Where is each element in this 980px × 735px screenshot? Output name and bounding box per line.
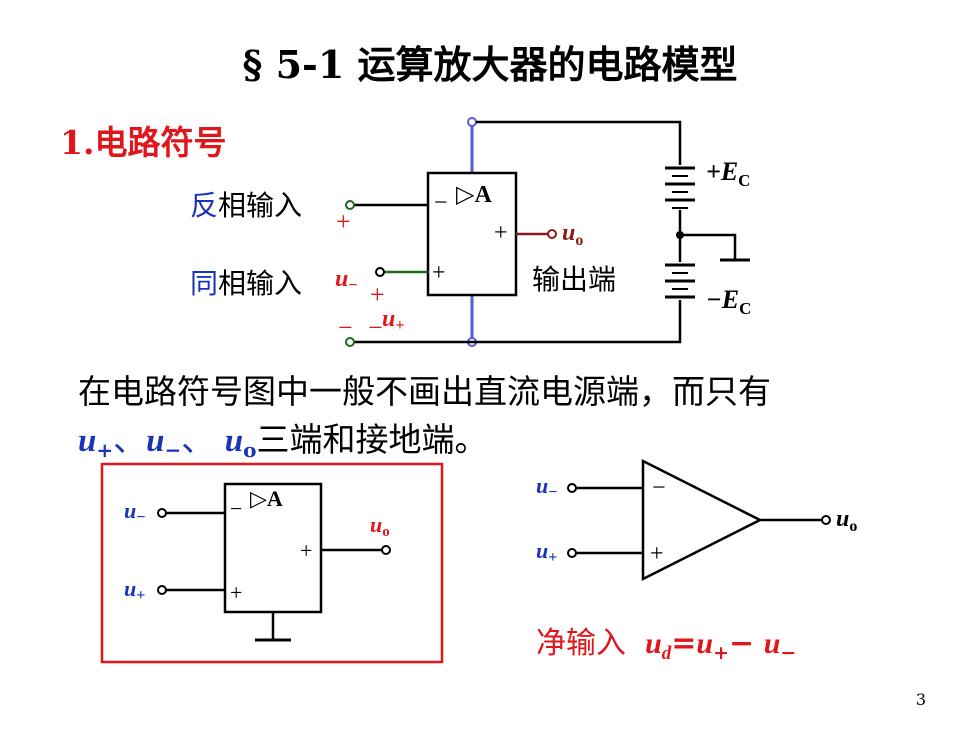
- description-paragraph: 在电路符号图中一般不画出直流电源端，而只有 u+、u−、 uo三端和接地端。: [78, 368, 771, 474]
- battery-top: [665, 166, 695, 209]
- noninv-input-terminal[interactable]: [375, 267, 385, 277]
- minus-sign-b: −: [368, 313, 383, 342]
- output-plus-2: +: [300, 538, 312, 563]
- minus-terminal-label: −: [434, 190, 448, 216]
- highlight-frame: [100, 462, 444, 664]
- noninv-terminal-3[interactable]: [567, 548, 577, 558]
- output-label-uo: uo: [562, 220, 583, 249]
- inverting-input-label: 反相输入: [190, 189, 303, 222]
- minus-terminal-3: −: [652, 475, 666, 501]
- opamp-box-2: [223, 482, 323, 614]
- output-terminal-2[interactable]: [381, 545, 391, 555]
- ground-wire: [680, 233, 737, 260]
- minus-sign-a: −: [338, 313, 353, 342]
- noninverting-input-label: 同相输入: [190, 267, 303, 300]
- u-plus-label-2: u+: [124, 576, 145, 604]
- inv-input-terminal[interactable]: [345, 200, 355, 210]
- top-node: [467, 117, 477, 127]
- bottom-wire: [352, 300, 682, 344]
- inv-plus-sign: +: [336, 207, 351, 236]
- output-plus-label: +: [494, 220, 508, 246]
- plus-terminal-label: +: [432, 260, 446, 286]
- amp-label-2: ▷A: [250, 486, 283, 511]
- u-minus-label: u−: [335, 266, 357, 294]
- ground-input-terminal[interactable]: [345, 337, 355, 347]
- output-terminal[interactable]: [547, 229, 557, 239]
- output-terminal-label: 输出端: [532, 263, 617, 296]
- triangle-opamp-diagram: − + u− u+ uo: [536, 458, 857, 582]
- noninv-terminal-2[interactable]: [157, 585, 167, 595]
- plus-terminal-2: +: [230, 580, 242, 605]
- u-plus-label: u+: [382, 306, 404, 334]
- paragraph-line-2: u+、u−、 uo三端和接地端。: [78, 420, 488, 462]
- opamp-triangle: [641, 458, 763, 582]
- u-plus-label-3: u+: [536, 538, 557, 566]
- supply-pos-label: +EC: [706, 157, 750, 190]
- top-wire: [476, 120, 682, 165]
- page-number: 3: [915, 690, 926, 709]
- u-minus-label-2: u−: [124, 498, 145, 526]
- output-label-2: uo: [370, 512, 390, 540]
- minus-terminal-2: −: [230, 496, 242, 521]
- output-label-3: uo: [836, 506, 857, 535]
- opamp-supply-diagram: +EC −EC ▷A − + + + u− + u+ − − uo: [335, 117, 751, 347]
- simplified-opamp-diagram: ▷A − + + u− u+ uo: [100, 462, 444, 664]
- section-heading: 1.电路符号: [60, 123, 227, 162]
- opamp-box: [426, 171, 518, 297]
- amp-label: ▷A: [456, 182, 492, 208]
- battery-bottom: [665, 263, 695, 299]
- u-minus-label-3: u−: [536, 473, 557, 501]
- output-terminal-3[interactable]: [821, 515, 831, 525]
- paragraph-line-1: 在电路符号图中一般不画出直流电源端，而只有: [78, 372, 771, 411]
- inv-terminal-2[interactable]: [157, 508, 167, 518]
- page-title: § 5-1 运算放大器的电路模型: [242, 42, 738, 87]
- plus-terminal-3: +: [650, 541, 664, 567]
- net-input-formula: 净输入 ud=u+− u−: [536, 626, 797, 664]
- supply-neg-label: −EC: [706, 285, 751, 318]
- inv-terminal-3[interactable]: [567, 483, 577, 493]
- noninv-plus-sign: +: [370, 280, 385, 309]
